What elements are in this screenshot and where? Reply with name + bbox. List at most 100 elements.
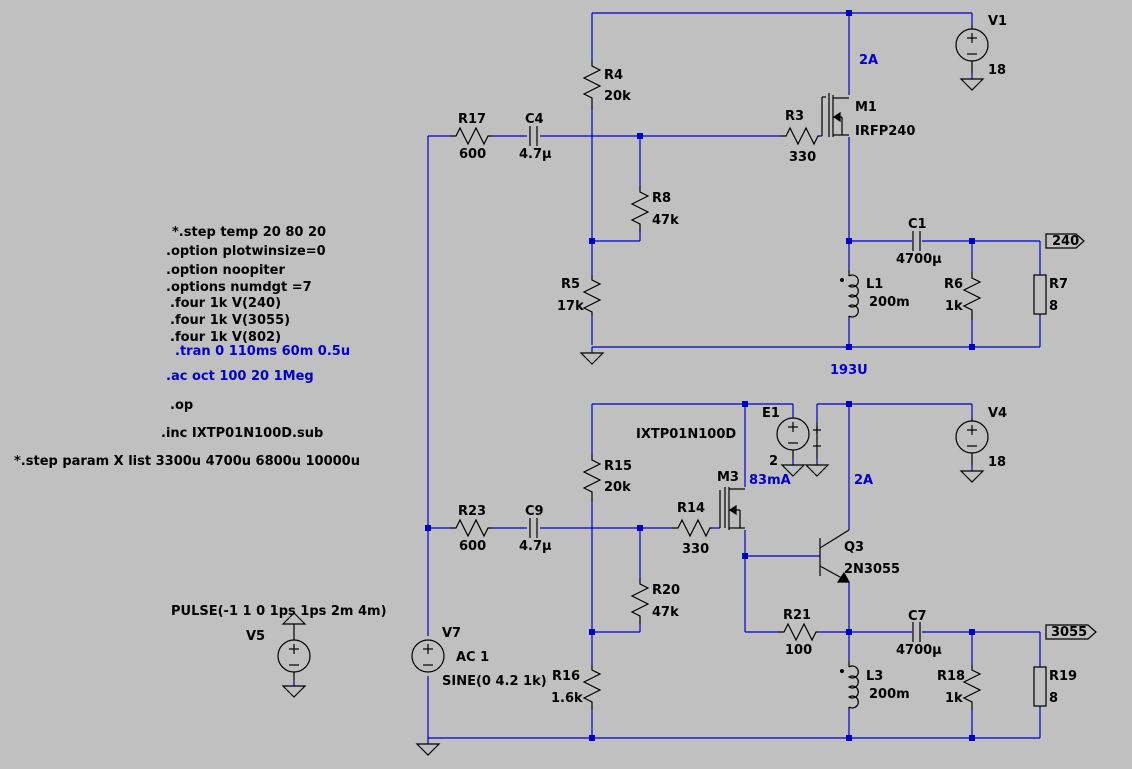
directive-four-240[interactable]: .four 1k V(240) — [170, 296, 282, 311]
l3-value: 200m — [869, 687, 910, 702]
v4-value: 18 — [988, 455, 1007, 470]
resistor-r20-symbol[interactable] — [630, 578, 650, 624]
c7-value: 4700µ — [896, 643, 942, 658]
net-flags — [1045, 233, 1097, 640]
v7-name: V7 — [442, 626, 462, 641]
resistor-r23-symbol[interactable] — [450, 518, 492, 538]
directive-noopiter[interactable]: .option noopiter — [166, 263, 285, 278]
r14-name: R14 — [677, 501, 706, 516]
capacitor-c1-symbol[interactable] — [912, 231, 921, 251]
bjt-q3-symbol[interactable] — [819, 529, 851, 583]
dependent-source-e1-symbol[interactable] — [776, 417, 821, 459]
resistor-r4-symbol[interactable] — [582, 60, 602, 110]
r19-value: 8 — [1049, 691, 1059, 706]
e1-name: E1 — [762, 406, 780, 421]
resistor-r5-symbol[interactable] — [582, 275, 602, 316]
c7-name: C7 — [908, 609, 927, 624]
resistor-r21-symbol[interactable] — [778, 622, 818, 642]
directive-op[interactable]: .op — [170, 398, 194, 413]
r6-value: 1k — [945, 299, 963, 314]
v5-name: V5 — [246, 629, 266, 644]
netlabel-240[interactable]: 240 — [1052, 234, 1080, 249]
netlabel-3055[interactable]: 3055 — [1051, 625, 1088, 640]
annotation-l1-current: 193U — [830, 363, 868, 378]
resistor-r6-symbol[interactable] — [962, 272, 982, 320]
mosfet-m1-symbol[interactable] — [821, 93, 849, 137]
l1-name: L1 — [866, 277, 884, 292]
resistor-r19-symbol[interactable] — [1033, 666, 1047, 707]
directive-step-temp[interactable]: *.step temp 20 80 20 — [172, 225, 327, 240]
junction-dots — [425, 10, 975, 741]
v7-value: AC 1 — [456, 650, 490, 665]
directive-plotwinsize[interactable]: .option plotwinsize=0 — [166, 244, 326, 259]
directive-four-802[interactable]: .four 1k V(802) — [170, 330, 282, 345]
r5-value: 17k — [557, 299, 584, 314]
r19-name: R19 — [1049, 669, 1078, 684]
c4-value: 4.7µ — [519, 147, 552, 162]
r7-name: R7 — [1049, 277, 1069, 292]
q3-value: 2N3055 — [844, 562, 901, 577]
v7-value2: SINE(0 4.2 1k) — [442, 674, 547, 689]
resistor-r14-symbol[interactable] — [672, 518, 712, 538]
r6-name: R6 — [944, 277, 964, 292]
r23-value: 600 — [459, 539, 487, 554]
q3-name: Q3 — [844, 540, 865, 555]
r3-value: 330 — [789, 150, 817, 165]
voltage-source-v1-symbol[interactable] — [955, 25, 989, 73]
resistor-r8-symbol[interactable] — [630, 186, 650, 232]
m3-name: M3 — [717, 470, 739, 485]
r14-value: 330 — [682, 542, 710, 557]
v5-value: PULSE(-1 1 0 1ps 1ps 2m 4m) — [171, 604, 387, 619]
r23-name: R23 — [458, 504, 487, 519]
voltage-source-v5-symbol[interactable] — [277, 612, 311, 680]
annotation-m3-current: 83mA — [749, 473, 791, 488]
resistor-r18-symbol[interactable] — [962, 665, 982, 710]
c1-value: 4700µ — [896, 252, 942, 267]
ground-symbols — [282, 72, 984, 756]
voltage-source-v4-symbol[interactable] — [955, 418, 989, 465]
r5-name: R5 — [561, 277, 581, 292]
mosfet-m3-symbol[interactable] — [719, 487, 745, 530]
directive-ac[interactable]: .ac oct 100 20 1Meg — [166, 369, 314, 384]
v4-name: V4 — [988, 406, 1008, 421]
r4-value: 20k — [604, 89, 631, 104]
inductor-l3-symbol[interactable] — [839, 661, 859, 709]
annotation-m1-current: 2A — [859, 53, 879, 68]
c9-name: C9 — [525, 504, 544, 519]
capacitor-c9-symbol[interactable] — [529, 518, 538, 538]
resistor-r16-symbol[interactable] — [582, 665, 602, 710]
l1-value: 200m — [869, 295, 910, 310]
directive-tran[interactable]: .tran 0 110ms 60m 0.5u — [175, 344, 351, 359]
r17-name: R17 — [458, 112, 487, 127]
m3-value: IXTP01N100D — [636, 427, 737, 442]
r7-value: 8 — [1049, 299, 1059, 314]
directive-four-3055[interactable]: .four 1k V(3055) — [170, 313, 291, 328]
m1-value: IRFP240 — [855, 124, 916, 139]
m1-name: M1 — [855, 100, 877, 115]
directive-inc[interactable]: .inc IXTP01N100D.sub — [161, 426, 324, 441]
r17-value: 600 — [459, 147, 487, 162]
r15-value: 20k — [604, 480, 631, 495]
voltage-source-v7-symbol[interactable] — [411, 639, 445, 673]
capacitor-c4-symbol[interactable] — [529, 126, 538, 146]
e1-value: 2 — [769, 454, 779, 469]
directive-numdgt[interactable]: .options numdgt =7 — [166, 280, 312, 295]
l3-name: L3 — [866, 669, 884, 684]
wires — [427, 12, 1041, 739]
c1-name: C1 — [908, 217, 927, 232]
resistor-r15-symbol[interactable] — [582, 455, 602, 502]
c9-value: 4.7µ — [519, 539, 552, 554]
v1-name: V1 — [988, 14, 1008, 29]
r20-name: R20 — [652, 583, 681, 598]
resistor-r3-symbol[interactable] — [780, 126, 820, 146]
r18-value: 1k — [945, 691, 963, 706]
directive-step-param[interactable]: *.step param X list 3300u 4700u 6800u 10… — [14, 454, 360, 469]
r20-value: 47k — [652, 605, 679, 620]
resistor-r7-symbol[interactable] — [1033, 274, 1047, 315]
r18-name: R18 — [937, 669, 966, 684]
resistor-r17-symbol[interactable] — [450, 126, 492, 146]
capacitor-c7-symbol[interactable] — [912, 622, 921, 642]
netlabel-3055-flag — [1045, 624, 1097, 640]
inductor-l1-symbol[interactable] — [839, 270, 859, 318]
